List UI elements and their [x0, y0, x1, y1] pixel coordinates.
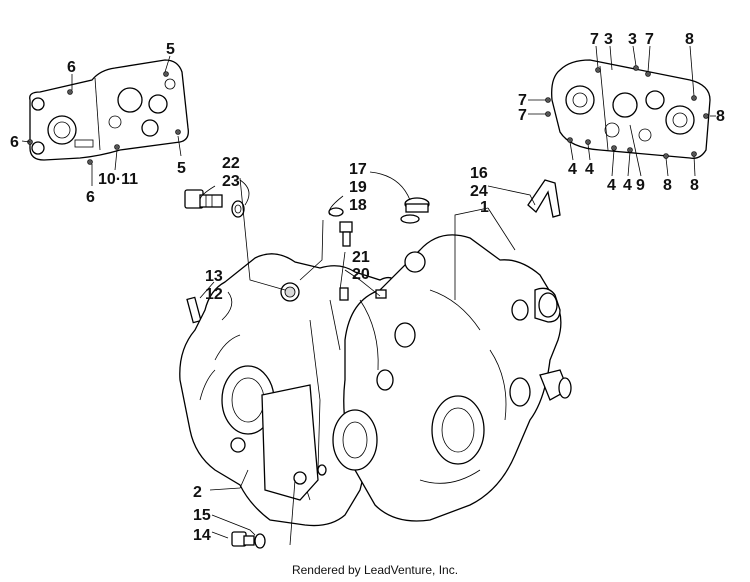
callout-4-c: 4: [607, 177, 616, 194]
callout-17: 17: [349, 161, 367, 178]
callout-7-b: 7: [645, 31, 654, 48]
callout-8-c: 8: [663, 177, 672, 194]
footer-credit: Rendered by LeadVenture, Inc.: [291, 563, 459, 577]
callout-3-b: 3: [628, 31, 637, 48]
callout-6-bottom: 6: [86, 189, 95, 206]
callout-7-d: 7: [518, 107, 527, 124]
callout-22: 22: [222, 155, 240, 172]
callout-24: 24: [470, 183, 488, 200]
bolt-18: [339, 221, 353, 247]
callout-16: 16: [470, 165, 488, 182]
callout-14: 14: [193, 527, 211, 544]
ring-17: [400, 214, 420, 224]
right-cover-gasket: [545, 59, 711, 159]
callout-13: 13: [205, 268, 223, 285]
callout-7-a: 7: [590, 31, 599, 48]
callout-12: 12: [205, 286, 223, 303]
washer-23: [231, 200, 245, 218]
plug-22: [184, 189, 223, 209]
callout-8-d: 8: [690, 177, 699, 194]
leader-lines: [21, 45, 716, 546]
stud-13: [186, 296, 202, 324]
callout-6-top: 6: [67, 59, 76, 76]
callout-5-top: 5: [166, 41, 175, 58]
washer-19: [328, 207, 344, 217]
callout-15: 15: [193, 507, 211, 524]
left-cover-gasket: [27, 59, 189, 165]
callout-labels: 5 6 6 6 10·11 5 7 3 3 7 8 7 7 8 4 4 4 4 …: [10, 31, 725, 544]
callout-19: 19: [349, 179, 367, 196]
callout-10-11: 10·11: [98, 171, 138, 188]
callout-8-right: 8: [716, 108, 725, 125]
callout-8-top: 8: [685, 31, 694, 48]
callout-21: 21: [352, 249, 370, 266]
callout-7-c: 7: [518, 92, 527, 109]
callout-4-d: 4: [623, 177, 632, 194]
callout-6-left: 6: [10, 134, 19, 151]
callout-2: 2: [193, 484, 202, 501]
bracket-16-24: [527, 179, 561, 218]
callout-4-a: 4: [568, 161, 577, 178]
callout-9: 9: [636, 177, 645, 194]
callout-20: 20: [352, 266, 370, 283]
callout-23: 23: [222, 173, 240, 190]
callout-18: 18: [349, 197, 367, 214]
crankcase-main: [179, 234, 572, 527]
cap-17: [404, 197, 430, 213]
callout-1: 1: [480, 199, 489, 216]
callout-5-bottom: 5: [177, 160, 186, 177]
callout-4-b: 4: [585, 161, 594, 178]
drain-plug-14: [231, 531, 255, 547]
washer-15: [254, 533, 266, 549]
callout-3-a: 3: [604, 31, 613, 48]
